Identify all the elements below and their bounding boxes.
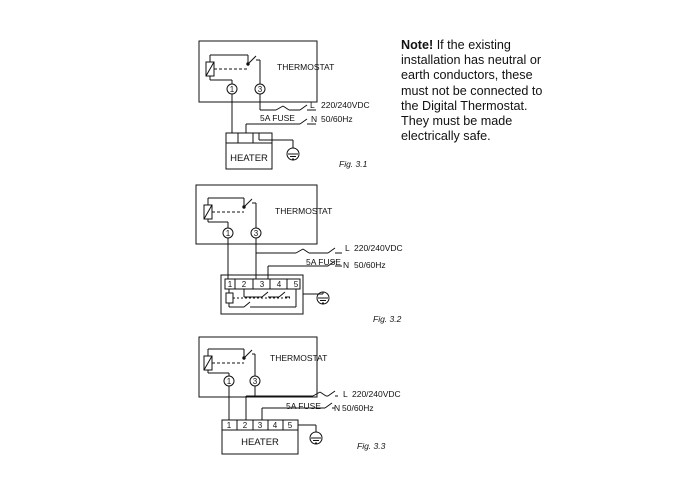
earth-icon xyxy=(316,291,330,305)
block-terminal-1: 1 xyxy=(227,421,232,430)
figure-caption: Fig. 3.1 xyxy=(339,159,368,169)
terminal-3-label: 3 xyxy=(253,377,258,386)
earth-icon xyxy=(286,147,300,161)
terminal-1-label: 1 xyxy=(227,377,232,386)
heater-label: HEATER xyxy=(241,437,279,448)
neutral-label: N xyxy=(343,260,349,270)
block-terminal-2: 2 xyxy=(242,280,247,289)
fuse-symbol xyxy=(295,248,310,254)
terminal-strip xyxy=(224,278,301,290)
frequency-label: 50/60Hz xyxy=(342,403,374,413)
block-terminal-5: 5 xyxy=(288,421,293,430)
live-label: L xyxy=(310,100,315,110)
terminal-1-label: 1 xyxy=(226,229,231,238)
voltage-label: 220/240VDC xyxy=(321,100,370,110)
block-terminal-3: 3 xyxy=(260,280,265,289)
neutral-switch xyxy=(299,118,308,125)
block-terminal-4: 4 xyxy=(273,421,278,430)
thermostat-box xyxy=(198,40,318,103)
relay-switch xyxy=(247,55,257,65)
installation-note: Note! If the existing installation has n… xyxy=(401,38,551,144)
live-switch xyxy=(299,104,308,111)
block-terminal-4: 4 xyxy=(277,280,282,289)
fuse-symbol xyxy=(312,391,327,397)
block-terminal-2: 2 xyxy=(243,421,248,430)
note-body: If the existing installation has neutral… xyxy=(401,38,543,144)
thermostat-label: THERMOSTAT xyxy=(270,353,327,363)
fuse-label: 5A FUSE xyxy=(286,401,321,411)
live-label: L xyxy=(343,389,348,399)
live-switch xyxy=(327,390,336,397)
thermostat-label: THERMOSTAT xyxy=(277,62,334,72)
note-heading: Note! xyxy=(401,38,434,52)
figure-caption: Fig. 3.3 xyxy=(357,441,386,451)
terminal-1-label: 1 xyxy=(230,85,235,94)
relay-switch xyxy=(243,198,253,208)
fuse-symbol xyxy=(275,105,290,111)
relay-switch xyxy=(243,349,253,359)
block-terminal-1: 1 xyxy=(228,280,233,289)
block-terminal-3: 3 xyxy=(258,421,263,430)
figure-3-1: 1 3 THERMOSTAT 5A FUSE L N 220/240VDC 50… xyxy=(198,40,370,170)
voltage-label: 220/240VDC xyxy=(354,243,403,253)
figure-3-3: 1 3 THERMOSTAT 5A FUSE L N 220/240VDC 50… xyxy=(198,336,401,455)
thermostat-label: THERMOSTAT xyxy=(275,206,332,216)
frequency-label: 50/60Hz xyxy=(321,114,353,124)
heater-box xyxy=(225,132,273,170)
fuse-label: 5A FUSE xyxy=(260,113,295,123)
live-label: L xyxy=(345,243,350,253)
figure-caption: Fig. 3.2 xyxy=(373,314,402,324)
frequency-label: 50/60Hz xyxy=(354,260,386,270)
figure-3-2: 1 3 THERMOSTAT 5A FUSE L N 220/240VDC 50… xyxy=(195,184,403,324)
heater-box xyxy=(221,419,299,455)
contactor-coil xyxy=(225,292,234,304)
neutral-label: N xyxy=(334,403,340,413)
terminal-3-label: 3 xyxy=(258,85,263,94)
voltage-label: 220/240VDC xyxy=(352,389,401,399)
neutral-label: N xyxy=(311,114,317,124)
terminal-3-label: 3 xyxy=(254,229,259,238)
heater-label: HEATER xyxy=(230,153,268,164)
thermostat-box xyxy=(198,336,318,398)
neutral-switch xyxy=(327,260,336,267)
block-terminal-5: 5 xyxy=(294,280,299,289)
live-switch xyxy=(327,247,336,254)
earth-icon xyxy=(309,431,323,445)
fuse-label: 5A FUSE xyxy=(306,257,341,267)
neutral-switch xyxy=(324,402,333,409)
